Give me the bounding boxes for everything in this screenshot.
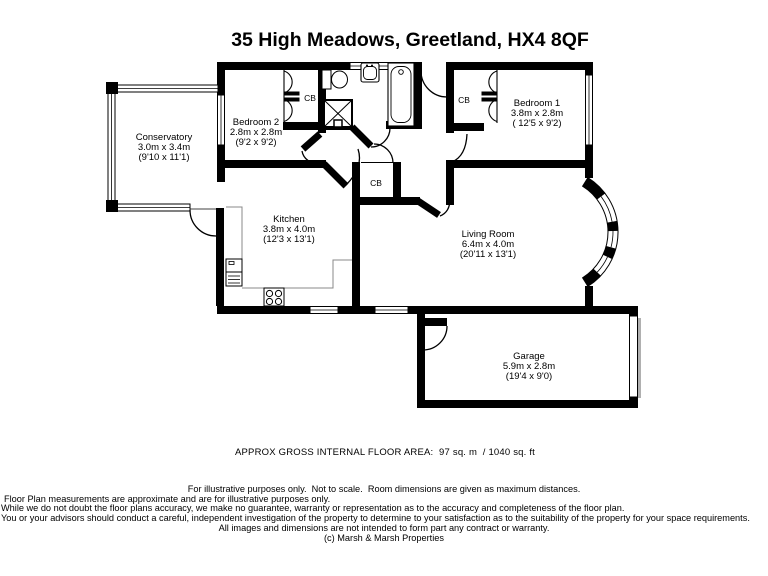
disclaimer-line-5: All images and dimensions are not intend…: [218, 522, 550, 533]
disclaimer-line-4: You or your advisors should conduct a ca…: [1, 513, 750, 524]
cupboard-label-bedroom2: CB: [304, 93, 316, 103]
svg-text:(12'3 x 13'1): (12'3 x 13'1): [263, 234, 315, 245]
room-label-conservatory: Conservatory 3.0m x 3.4m (9'10 x 11'1): [136, 132, 193, 163]
svg-text:2.8m x 2.8m: 2.8m x 2.8m: [230, 127, 282, 138]
disclaimer-line-3: While we do not doubt the floor plans ac…: [1, 503, 625, 514]
svg-text:( 12'5 x 9'2): ( 12'5 x 9'2): [512, 118, 561, 129]
svg-text:3.8m x 2.8m: 3.8m x 2.8m: [511, 108, 563, 119]
svg-text:Bedroom 1: Bedroom 1: [514, 98, 560, 109]
svg-text:Garage: Garage: [513, 351, 545, 362]
toilet: [321, 69, 348, 90]
page-title: 35 High Meadows, Greetland, HX4 8QF: [231, 29, 589, 51]
svg-text:(9'10 x 11'1): (9'10 x 11'1): [139, 152, 190, 163]
room-label-garage: Garage 5.9m x 2.8m (19'4 x 9'0): [503, 351, 555, 382]
diagonal-walls: [300, 124, 441, 218]
svg-text:3.0m x 3.4m: 3.0m x 3.4m: [138, 142, 190, 153]
floor-area-note: APPROX GROSS INTERNAL FLOOR AREA: 97 sq.…: [234, 447, 536, 458]
bay-window: [581, 177, 619, 287]
svg-text:(9'2 x 9'2): (9'2 x 9'2): [235, 137, 276, 148]
cupboard-label-hall: CB: [370, 178, 382, 188]
garage-door: [629, 315, 641, 398]
shower: [323, 99, 353, 128]
room-label-kitchen: Kitchen 3.8m x 4.0m (12'3 x 13'1): [263, 214, 315, 245]
svg-text:3.8m x 4.0m: 3.8m x 4.0m: [263, 224, 315, 235]
room-label-bedroom1: Bedroom 1 3.8m x 2.8m ( 12'5 x 9'2): [511, 98, 563, 129]
bathtub: [387, 62, 415, 127]
sink: [360, 62, 380, 83]
room-label-living-room: Living Room 6.4m x 4.0m (20'11 x 13'1): [460, 229, 516, 260]
svg-text:5.9m x 2.8m: 5.9m x 2.8m: [503, 361, 555, 372]
hob: [263, 287, 285, 307]
disclaimer-line-1: For illustrative purposes only. Not to s…: [187, 484, 581, 494]
svg-text:6.4m x 4.0m: 6.4m x 4.0m: [462, 239, 514, 250]
disclaimer-line-6: (c) Marsh & Marsh Properties: [324, 532, 444, 543]
disclaimer-line-2: Floor Plan measurements are approximate …: [4, 493, 331, 504]
svg-text:(20'11 x 13'1): (20'11 x 13'1): [460, 249, 516, 260]
cupboard-label-bedroom1: CB: [458, 95, 470, 105]
fridge: [225, 258, 243, 287]
room-label-bedroom2: Bedroom 2 2.8m x 2.8m (9'2 x 9'2): [230, 117, 282, 148]
svg-text:Kitchen: Kitchen: [273, 214, 305, 225]
svg-text:Conservatory: Conservatory: [136, 132, 193, 143]
svg-text:Bedroom 2: Bedroom 2: [233, 117, 279, 128]
doors: [189, 70, 468, 351]
conservatory-windows: [106, 82, 219, 212]
svg-text:(19'4 x 9'0): (19'4 x 9'0): [506, 371, 552, 382]
kitchen-counter: [226, 206, 352, 289]
closet-shelves: [283, 91, 498, 102]
svg-text:Living Room: Living Room: [462, 229, 515, 240]
